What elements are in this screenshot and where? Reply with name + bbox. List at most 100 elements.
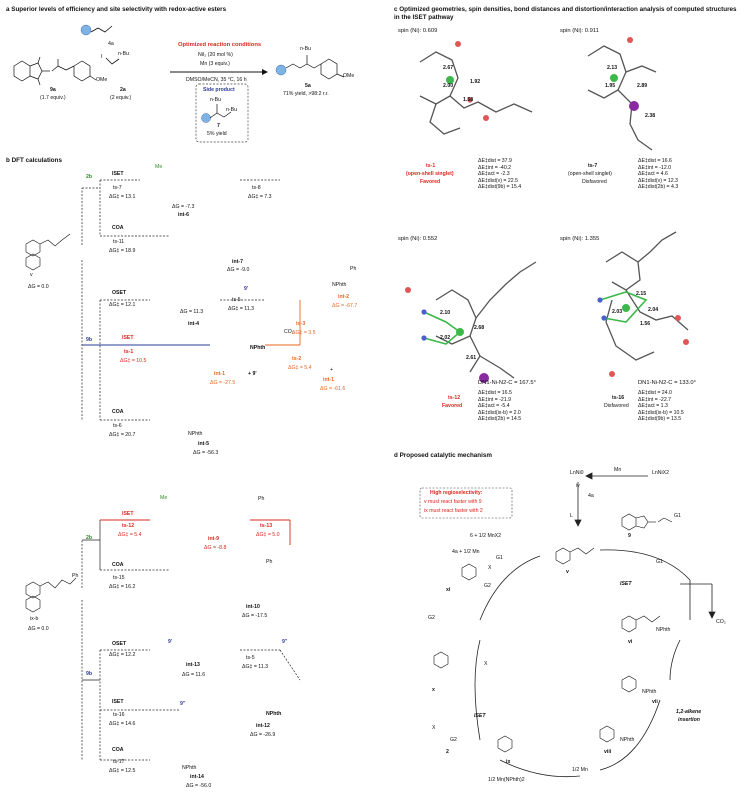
step-4a: 4a [588, 493, 594, 499]
ts16-energies: ΔE‡dist = 24.0 ΔE‡int = -22.7 ΔE‡act = 1… [638, 390, 684, 423]
alkene-chain [90, 25, 113, 33]
species-v [555, 547, 595, 565]
int2-ph: Ph [350, 266, 357, 272]
ts1-ni [446, 76, 454, 84]
ts16-e2: ΔE‡int = -22.7 [638, 396, 672, 403]
int10-label: int-10 [246, 604, 260, 610]
species-vii-label: vii [652, 699, 658, 705]
regio-title: High regioselectivity: [430, 490, 483, 496]
ts12-ni [456, 328, 464, 336]
ts7-d4: 2.38 [645, 113, 656, 119]
complex-v [25, 233, 71, 271]
bottom-branch-9b: 9b [86, 671, 93, 677]
ts16-sub2: Disfavored [604, 403, 629, 409]
reagent-g2: G2 [450, 737, 457, 743]
ome-label: OMe [96, 77, 108, 83]
bottom-nine-prime-a: 9' [168, 639, 173, 645]
side-product-title: Side product [203, 87, 235, 93]
ln-nix2: LnNiX2 [652, 470, 670, 476]
species-ix-label: ix [506, 759, 511, 765]
ts1-e2: ΔE‡int = -40.2 [478, 164, 512, 171]
ts7-e3: ΔE‡act = 4.6 [638, 171, 668, 177]
ts8-g: ΔG‡ = 7.3 [248, 194, 272, 200]
ts12-e2: ΔE‡int = -21.9 [478, 396, 512, 403]
int2-nphth: NPhth [332, 282, 347, 288]
bottom-ts5-label: ts-5 [246, 655, 255, 661]
bottom-coa-2-label: COA [112, 747, 124, 753]
ts2-label: ts-2 [292, 356, 302, 362]
top-branch-2b: 2b [86, 174, 93, 180]
ts1-d2: 1.92 [470, 79, 481, 85]
product-nbu: n-Bu [300, 46, 311, 52]
ts12-e3: ΔE‡act = -5.4 [478, 403, 510, 409]
half-mn-nphth: 1/2 Mn(NPhth)2 [488, 777, 525, 783]
ts16-d2: 2.03 [612, 309, 623, 315]
ts1-e3: ΔE‡act = -2.3 [478, 171, 510, 177]
int9-g: ΔG = -8.8 [204, 545, 227, 551]
regio-1: v must react faster with 9 [424, 499, 482, 505]
ixb-dg: ΔG = 0.0 [28, 626, 49, 632]
ts1-d3: 2.00 [443, 83, 454, 89]
half-mn: 1/2 Mn [572, 767, 588, 773]
side-product-box [195, 83, 249, 143]
ts12-d1: 2.10 [440, 310, 451, 316]
int10-g: ΔG = -17.5 [242, 613, 268, 619]
species-vi-label: vi [628, 639, 633, 645]
iset-a: ISET [620, 581, 632, 587]
ts7-iodine [629, 101, 639, 111]
species-x-label: x [432, 687, 435, 693]
mn-label: Mn [614, 467, 622, 473]
ts7-label: ts-7 [113, 185, 122, 191]
ts7-name: ts-7 [588, 163, 598, 169]
insertion-2: insertion [678, 717, 700, 723]
ts16-e4: ΔE‡dist(ix-b) = 10.5 [638, 409, 684, 416]
bottom-oset-label: OSET [112, 641, 127, 647]
ts1-label: ts-1 [124, 349, 134, 355]
ts2-g: ΔG‡ = 5.4 [288, 365, 312, 371]
bottom-ph-1: Ph [258, 496, 265, 502]
ts7-e2: ΔE‡int = -12.0 [638, 164, 672, 171]
ts12-g: ΔG‡ = 5.4 [118, 532, 142, 538]
ts15-g: ΔG‡ = 16.2 [109, 584, 136, 590]
ts1-energies: ΔE‡dist = 37.9 ΔE‡int = -40.2 ΔE‡act = -… [478, 158, 521, 191]
product-ome: OMe [343, 73, 355, 79]
ester-9-g1: G1 [674, 513, 681, 519]
ts1-g: ΔG‡ = 10.5 [120, 358, 147, 364]
ts12-spin: spin (Ni): 0.552 [398, 236, 438, 242]
int5-g: ΔG = -56.3 [193, 450, 219, 456]
bottom-branch-2b: 2b [86, 535, 93, 541]
int4-label: int-4 [188, 321, 199, 327]
int1a-label: int-1 [214, 371, 225, 377]
panel-d-title: d Proposed catalytic mechanism [394, 452, 492, 459]
regio-2: ix must react faster with 2 [424, 508, 483, 514]
ts12-d3: 2.02 [440, 335, 451, 341]
radical-g1: G1 [656, 559, 663, 565]
int14-nphth: NPhth [182, 765, 197, 771]
species-xi [461, 563, 477, 581]
product-label: 5a [305, 83, 311, 89]
condition-2: Mn (3 equiv.) [200, 61, 230, 67]
vi-nphth: NPhth [656, 627, 671, 633]
top-nphth: NPhth [250, 345, 266, 351]
ts6-g: ΔG‡ = 20.7 [109, 432, 136, 438]
ts12-d2: 2.68 [474, 325, 485, 331]
int5-label: int-5 [198, 441, 209, 447]
ts16-e1: ΔE‡dist = 24.0 [638, 390, 672, 396]
ts1-spin: spin (Ni): 0.609 [398, 28, 438, 34]
int12-g: ΔG = -26.9 [250, 732, 276, 738]
species-viii [599, 725, 615, 743]
ts16-e5: ΔE‡dist(9b) = 13.5 [638, 416, 682, 422]
int2-label: int-2 [338, 294, 349, 300]
ts1-sub1: (open-shell singlet) [406, 171, 454, 177]
co2-label: CO₂ [284, 329, 294, 335]
top-ts5-label: ts-5 [232, 297, 241, 303]
ts3-g: ΔG‡ = 3.5 [292, 330, 316, 336]
iodide-chain [105, 57, 120, 65]
ts12-e1: ΔE‡dist = 16.5 [478, 390, 512, 396]
nine-prime-plus: + 9' [248, 371, 257, 377]
iodide-label: 2a [120, 87, 126, 93]
xi-X: X [488, 565, 492, 571]
ts1-name: ts-1 [426, 163, 436, 169]
top-oset-g: ΔG‡ = 12.1 [109, 302, 136, 308]
